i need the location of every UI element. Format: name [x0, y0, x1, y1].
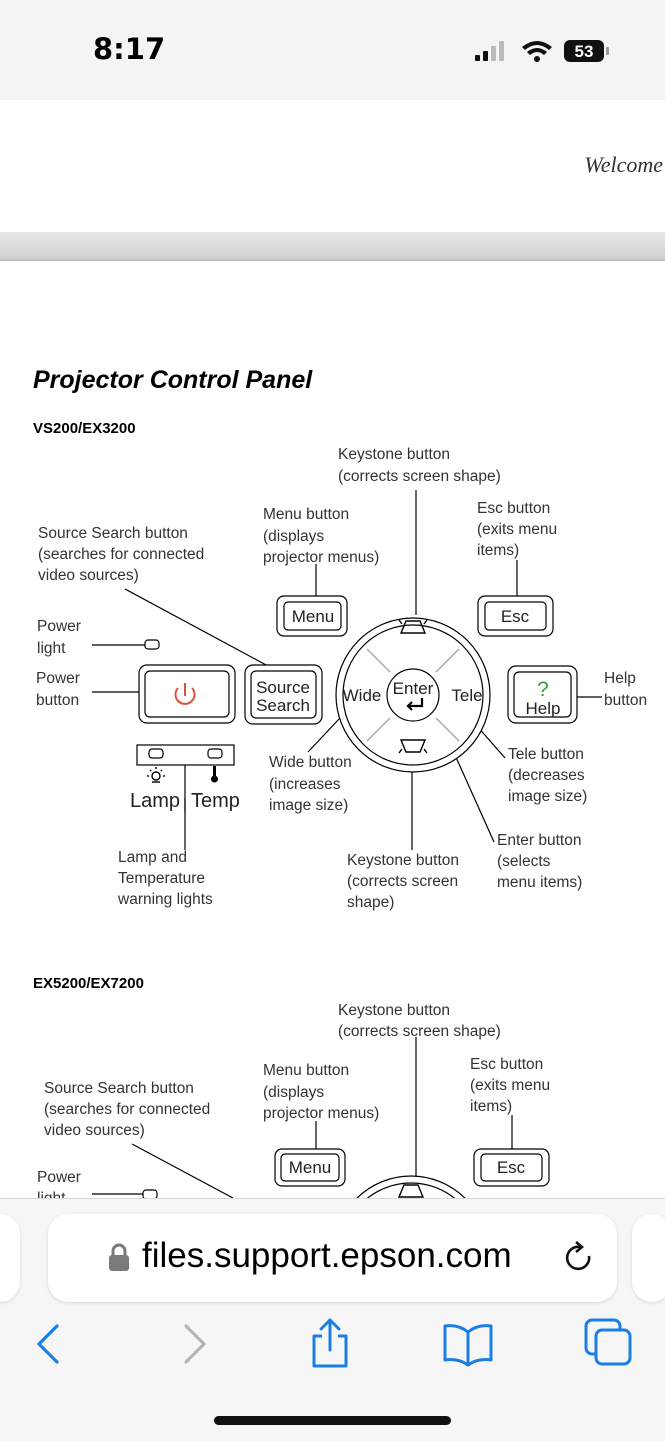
model-label-2: EX5200/EX7200 — [33, 975, 144, 992]
menu-button: Menu — [276, 595, 348, 637]
svg-text:Menu: Menu — [289, 1158, 332, 1177]
power-button — [138, 664, 236, 724]
power-light-indicator — [144, 639, 160, 650]
menu-button-2: Menu — [274, 1148, 346, 1187]
temp-label: Temp — [191, 790, 240, 812]
address-bar[interactable] — [48, 1214, 617, 1302]
next-tab-pill[interactable] — [632, 1214, 665, 1302]
keystone-down-icon — [398, 739, 428, 754]
lamp-light — [148, 748, 164, 759]
keystone-top-label: Keystone button(corrects screen shape) — [338, 446, 501, 485]
status-bar: 8:17 53 — [0, 0, 665, 100]
help-button: ? Help — [507, 665, 578, 724]
battery-level: 53 — [575, 42, 594, 61]
site-header — [0, 100, 665, 232]
url-text[interactable]: files.support.epson.com — [142, 1236, 512, 1275]
lamp-icon — [147, 767, 165, 783]
svg-text:Enter: Enter — [393, 679, 434, 698]
source-search-button: Source Search — [244, 664, 323, 725]
model-label-1: VS200/EX3200 — [33, 420, 136, 437]
tele-button: Tele — [451, 686, 482, 705]
directional-pad-2 — [356, 1175, 466, 1198]
lock-icon — [109, 1243, 129, 1271]
back-icon[interactable] — [20, 1318, 80, 1370]
temp-light — [207, 748, 223, 759]
labels-2: Keystone button(corrects screen shape) M… — [37, 1002, 550, 1198]
source-search-label: Source Search button(searches for connec… — [38, 525, 204, 584]
svg-text:Help: Help — [526, 699, 561, 718]
thermometer-icon — [211, 766, 218, 783]
reload-icon[interactable] — [562, 1240, 596, 1276]
page-title: Projector Control Panel — [33, 366, 313, 394]
bookmarks-icon[interactable] — [438, 1318, 498, 1370]
svg-text:Search: Search — [256, 696, 310, 715]
home-indicator — [214, 1416, 451, 1425]
status-icons: 53 — [475, 40, 609, 62]
signal-icon — [475, 41, 504, 61]
power-light-indicator-2 — [142, 1189, 158, 1198]
battery-icon: 53 — [564, 40, 609, 62]
power-icon — [174, 683, 196, 705]
svg-text:Menu: Menu — [292, 607, 335, 626]
svg-text:Esc: Esc — [497, 1158, 526, 1177]
keystone-up-icon-2 — [397, 1184, 425, 1198]
welcome-text: Welcome — [584, 152, 663, 177]
tabs-icon[interactable] — [578, 1318, 638, 1370]
keystone-up-icon — [398, 619, 428, 634]
lamp-label: Lamp — [130, 790, 180, 812]
directional-pad: Wide Tele Enter — [335, 617, 491, 773]
esc-button: Esc — [477, 595, 554, 637]
wide-button: Wide — [343, 686, 382, 705]
warning-lights: Lamp Temp — [130, 744, 240, 812]
status-time: 8:17 — [93, 32, 166, 66]
enter-arrow-icon — [406, 698, 424, 711]
share-icon[interactable] — [300, 1318, 360, 1370]
previous-tab-pill[interactable] — [0, 1214, 20, 1302]
leader-lines-2 — [92, 1037, 513, 1198]
header-divider — [0, 232, 665, 261]
forward-icon[interactable] — [163, 1318, 223, 1370]
wifi-icon — [522, 41, 552, 62]
labels: Keystone button(corrects screen shape) M… — [36, 446, 647, 911]
esc-button-2: Esc — [473, 1148, 550, 1187]
help-icon: ? — [537, 678, 549, 701]
enter-button: Enter — [386, 668, 440, 722]
svg-text:Esc: Esc — [501, 607, 530, 626]
keystone-top-label-2: Keystone button(corrects screen shape) — [338, 1002, 501, 1040]
source-search-label-2: Source Search button(searches for connec… — [44, 1080, 210, 1139]
control-panel-diagram-2: Keystone button(corrects screen shape) M… — [0, 995, 665, 1198]
svg-text:Source: Source — [256, 678, 310, 697]
control-panel-diagram-1: Keystone button(corrects screen shape) M… — [0, 440, 665, 920]
